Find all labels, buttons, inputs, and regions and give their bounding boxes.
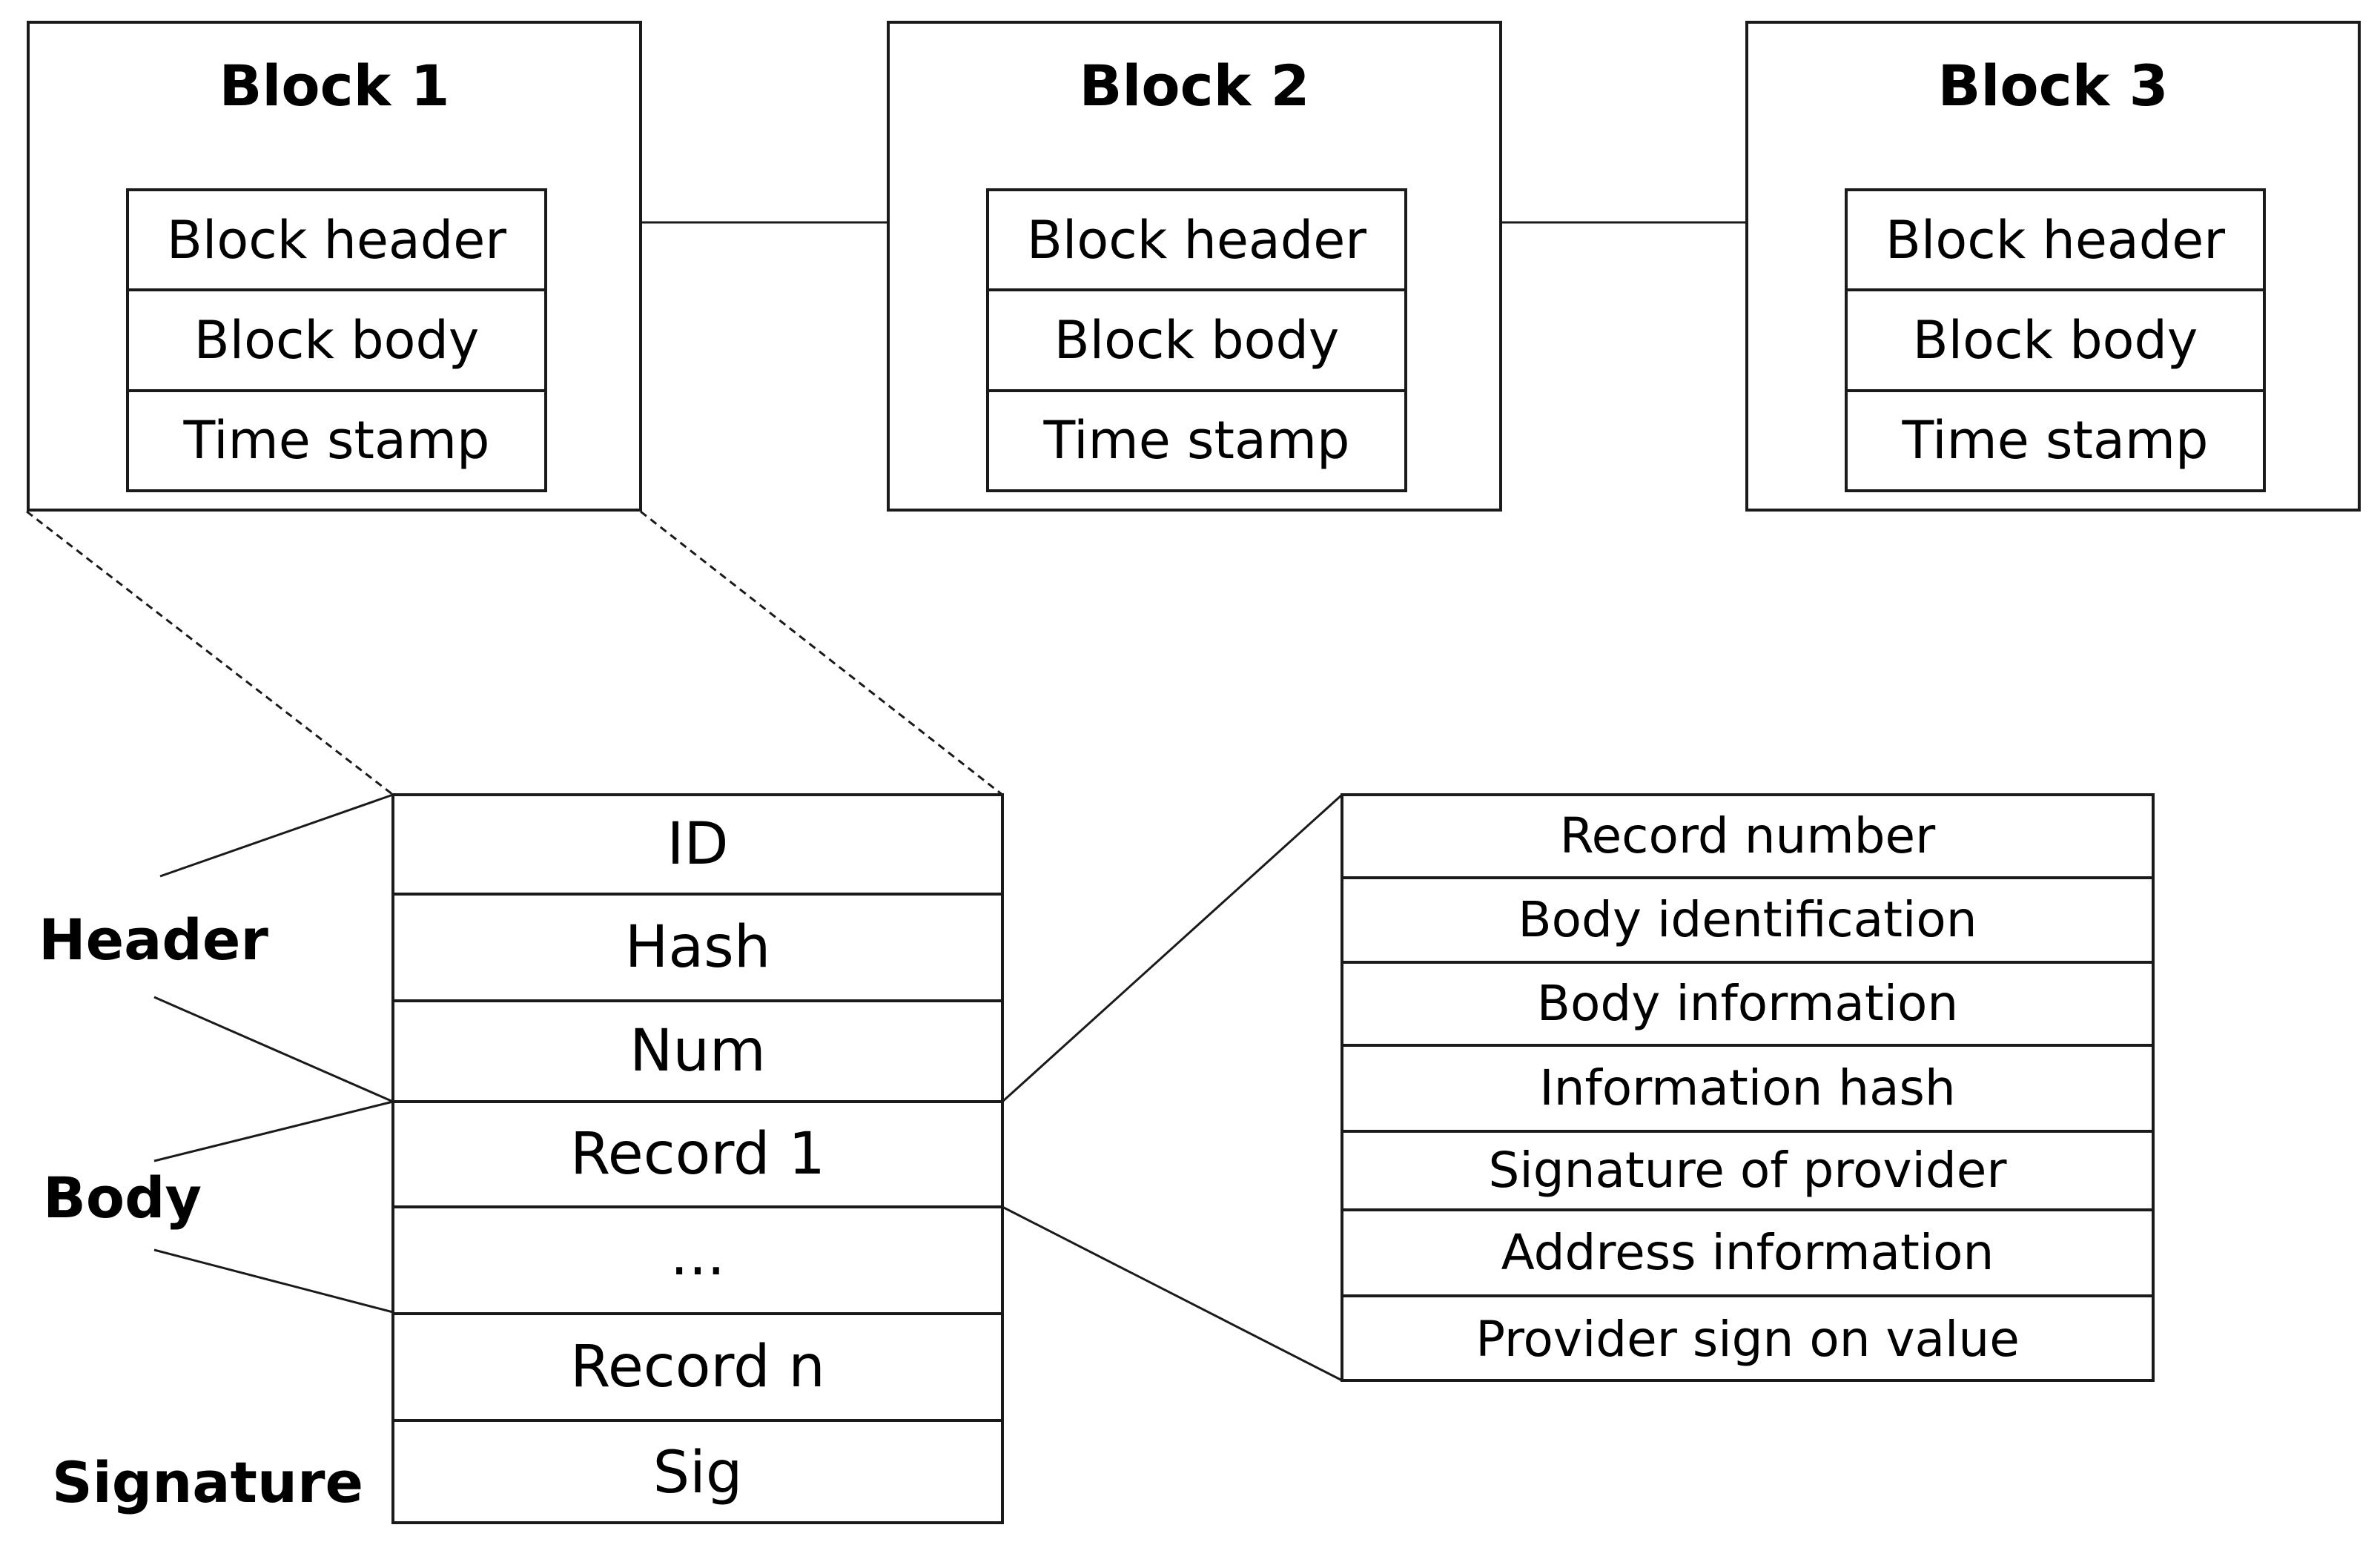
structure-row-record-1: Record 1 — [394, 1103, 1001, 1208]
section-label-body: Body — [43, 1165, 202, 1231]
block-1-header-field: Block header — [129, 191, 544, 292]
section-label-signature: Signature — [52, 1449, 364, 1515]
detail-row-record-number: Record number — [1343, 796, 2152, 879]
structure-row-sig: Sig — [652, 1440, 743, 1506]
detail-row-information-hash: Information hash — [1343, 1047, 2152, 1133]
block-structure: ID Hash Num Record 1 ... Record n Sig — [391, 793, 1004, 1524]
zoom-line-right — [640, 510, 1003, 796]
block-3: Block 3 Block header Block body Time sta… — [1745, 21, 2361, 512]
body-brace-top — [153, 1100, 394, 1162]
header-brace-top — [159, 793, 394, 878]
record-zoom-top — [1001, 793, 1343, 1103]
block-1-fields: Block header Block body Time stamp — [126, 188, 547, 492]
block-1-timestamp-field: Time stamp — [183, 410, 490, 471]
block-2-body-field: Block body — [989, 291, 1404, 392]
block-3-fields: Block header Block body Time stamp — [1845, 188, 2266, 492]
detail-row-signature-of-provider: Signature of provider — [1343, 1133, 2152, 1211]
zoom-line-left — [26, 510, 394, 796]
block-1: Block 1 Block header Block body Time sta… — [27, 21, 642, 512]
detail-row-body-identification: Body identification — [1343, 879, 2152, 964]
header-brace-bottom — [153, 996, 394, 1103]
block-2-fields: Block header Block body Time stamp — [986, 188, 1407, 492]
record-details: Record number Body identification Body i… — [1341, 793, 2155, 1382]
detail-row-provider-sign-on-value: Provider sign on value — [1475, 1311, 2020, 1368]
detail-row-address-information: Address information — [1343, 1211, 2152, 1297]
block-2-timestamp-field: Time stamp — [1043, 410, 1350, 471]
structure-row-id: ID — [394, 796, 1001, 896]
structure-row-record-n: Record n — [394, 1315, 1001, 1422]
structure-row-num: Num — [394, 1002, 1001, 1103]
block-3-header-field: Block header — [1848, 191, 2263, 292]
structure-row-ellipsis: ... — [394, 1208, 1001, 1315]
block-1-body-field: Block body — [129, 291, 544, 392]
block-3-timestamp-field: Time stamp — [1902, 410, 2209, 471]
block-2-header-field: Block header — [989, 191, 1404, 292]
record-zoom-bottom — [1002, 1205, 1343, 1382]
detail-row-body-information: Body information — [1343, 964, 2152, 1047]
block-1-title: Block 1 — [219, 53, 450, 119]
section-label-header: Header — [39, 907, 268, 973]
block-3-title: Block 3 — [1937, 53, 2169, 119]
block-2-title: Block 2 — [1079, 53, 1310, 119]
body-brace-bottom — [153, 1248, 394, 1314]
block-2: Block 2 Block header Block body Time sta… — [887, 21, 1502, 512]
block-3-body-field: Block body — [1848, 291, 2263, 392]
structure-row-hash: Hash — [394, 896, 1001, 1002]
